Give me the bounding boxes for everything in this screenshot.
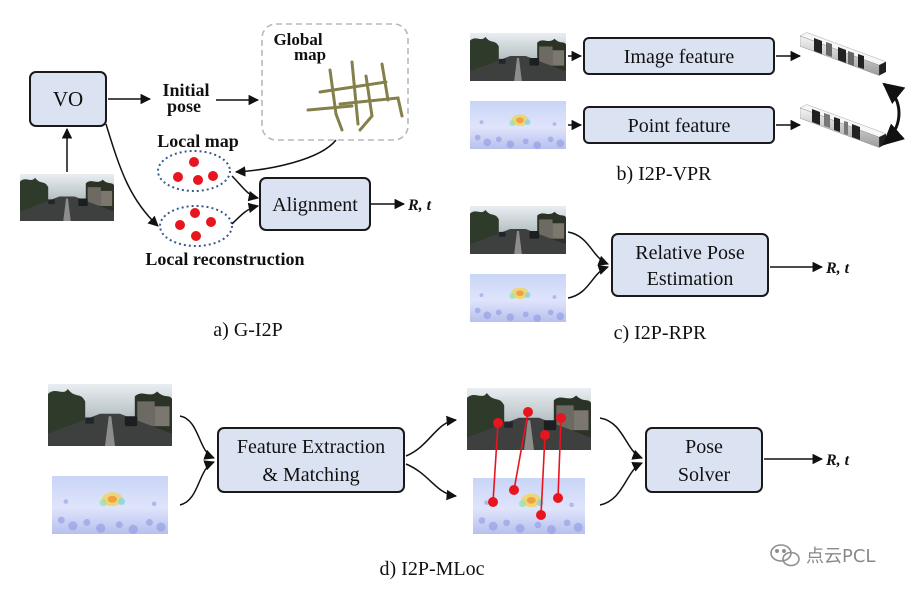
camera-image-a [20,174,114,221]
image-feature-label: Image feature [624,46,735,68]
local-reconstruction-label: Local reconstruction [145,249,304,269]
keypoints-image [493,407,566,440]
keypoints-cloud [488,485,563,520]
correspondence-lines [492,411,562,516]
point-cloud-image-d [52,476,168,534]
point-feature-label: Point feature [628,115,731,137]
point-feature-vector [800,103,886,149]
output-label-d: R, t [825,452,850,469]
watermark-text: 点云PCL [806,546,875,567]
arrow-reconstruction-to-alignment [231,202,260,225]
arrow-vo-to-reconstruction [105,123,159,227]
fem-box [217,427,405,493]
caption-b: b) I2P-VPR [616,163,712,185]
panel-c: Relative Pose Estimation R, t c) I2P-RPR [470,206,850,344]
image-feature-vector [800,31,886,77]
global-map-label-1: Global [273,30,322,49]
global-map-box [261,23,409,141]
caption-d: d) I2P-MLoc [380,558,485,580]
point-cloud-image-b [470,101,566,149]
output-label-a: R, t [407,197,432,214]
arrow-image-to-fem [179,415,215,460]
rpe-label-2: Estimation [647,268,734,290]
vo-label: VO [53,87,83,111]
initial-pose-label-1: Initial [162,80,209,100]
alignment-box [259,177,371,231]
solver-label-2: Solver [678,464,731,486]
local-map-points [173,157,218,185]
pose-solver-box [645,427,763,493]
point-cloud-image-c [470,274,566,322]
local-reconstruction-ellipse [159,205,233,247]
arrow-cloud-to-rpe [567,264,610,299]
watermark: 点云PCL [770,544,875,567]
local-map-ellipse [157,150,231,192]
rpe-label-1: Relative Pose [635,242,745,264]
image-feature-box [583,37,775,75]
vo-box [29,71,107,127]
solver-label-1: Pose [685,436,723,458]
arrow-cloud-to-fem [179,460,215,506]
matched-camera-image [467,388,591,450]
caption-c: c) I2P-RPR [614,322,707,344]
panel-d: Feature Extraction & Matching Pose Solve… [48,384,850,580]
rpe-box [611,233,769,297]
local-reconstruction-points [175,208,216,241]
wechat-icon [770,544,800,567]
global-map-label-2: map [294,45,326,64]
fem-label-2: & Matching [262,464,359,486]
arrow-image-to-rpe [567,231,609,266]
arrow-map-to-local [234,139,337,177]
panel-b: Image feature Point feature [470,31,906,185]
caption-a: a) G-I2P [213,319,282,341]
arrow-matched-cloud-to-solver [599,461,643,506]
local-map-label: Local map [157,131,239,151]
camera-image-c [470,206,566,254]
matched-point-cloud-image [473,478,585,534]
arrow-localmap-to-alignment [231,175,260,202]
arrow-matched-image-to-solver [599,417,643,460]
global-map-trace [306,60,404,132]
arrow-fem-to-matched-image [405,415,458,457]
point-feature-box [583,106,775,144]
arrow-fem-to-matched-cloud [405,463,458,501]
output-label-c: R, t [825,260,850,277]
initial-pose-label-2: pose [167,96,201,116]
fem-label-1: Feature Extraction [237,436,385,458]
panel-a: VO Initial pose Global map Local map [20,23,432,341]
similarity-double-arrow [882,82,906,146]
camera-image-d [48,384,172,446]
alignment-label: Alignment [272,194,358,216]
camera-image-b [470,33,566,81]
